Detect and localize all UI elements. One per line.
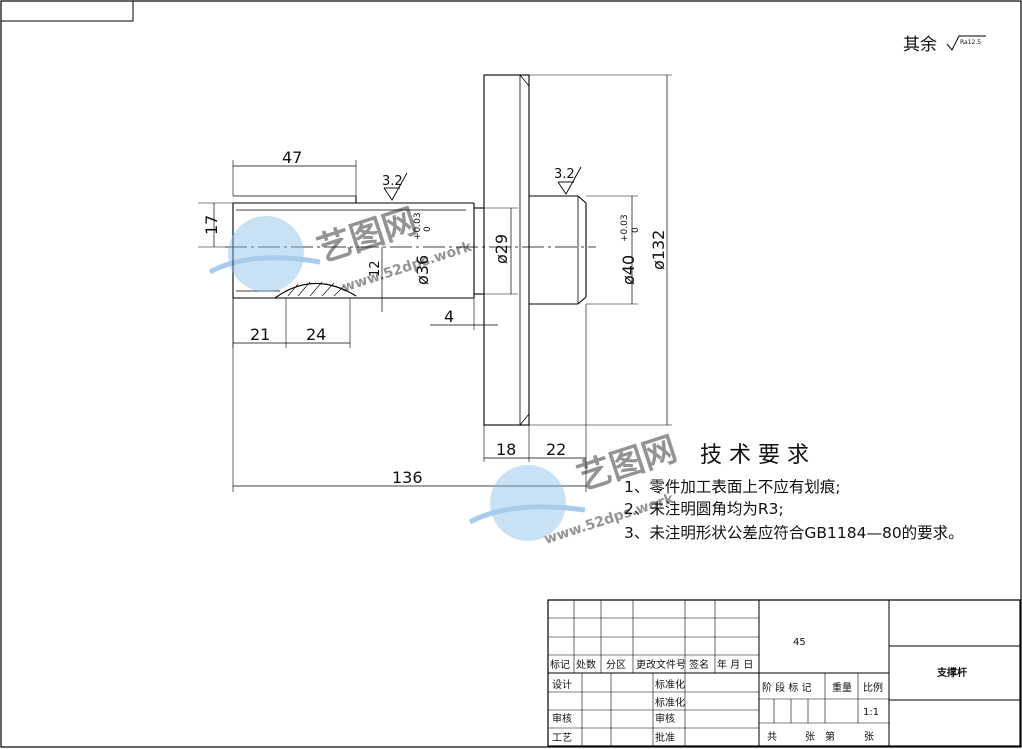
dim-24: 24 — [306, 325, 326, 344]
tb-pizhun: 批准 — [655, 731, 675, 744]
dim-dia132: ø132 — [649, 230, 668, 270]
tb-biaozhunhua: 标准化 — [655, 678, 685, 691]
dim-21: 21 — [250, 325, 270, 344]
surface-finish-note: 其余 Ra12.5 — [903, 35, 986, 55]
surface-finish-value: Ra12.5 — [960, 39, 981, 46]
material: 45 — [793, 637, 806, 648]
tech-req-item-2: 2、未注明圆角均为R3; — [624, 500, 784, 518]
tech-req-item-1: 1、零件加工表面上不应有划痕; — [624, 477, 841, 496]
tb-zhang2: 张 — [864, 731, 874, 743]
section-hatching — [287, 281, 345, 297]
tb-gengai: 更改文件号 — [636, 658, 686, 671]
dim-136: 136 — [392, 468, 423, 487]
dim-dia40: ø40 — [619, 255, 638, 285]
tb-sheji: 设计 — [552, 678, 572, 691]
dim-dia29: ø29 — [492, 234, 511, 264]
watermark-left: 艺图网 www.52dps.work — [208, 201, 474, 296]
tb-shenhe: 审核 — [552, 712, 572, 725]
tb-gongyi: 工艺 — [552, 732, 572, 744]
part-outline — [232, 74, 587, 426]
tech-req-item-3: 3、未注明形状公差应符合GB1184—80的要求。 — [624, 523, 964, 542]
dim-12: 12 — [368, 260, 383, 277]
roughness-left: 3.2 — [382, 172, 408, 201]
tb-di: 第 — [825, 730, 835, 743]
roughness-right-value: 3.2 — [554, 167, 575, 182]
tb-fenqu: 分区 — [606, 659, 626, 671]
tb-biaozhunhua-2: 标准化 — [655, 696, 685, 709]
roughness-left-value: 3.2 — [382, 174, 403, 189]
tb-biaoji: 标记 — [550, 659, 570, 671]
dim-dia36: ø36 — [413, 255, 432, 285]
technical-requirements: 技 术 要 求 1、零件加工表面上不应有划痕; 2、未注明圆角均为R3; 3、未… — [624, 443, 964, 542]
tb-chushu: 处数 — [576, 658, 596, 671]
dimension-texts: 47 17 12 21 24 4 136 18 22 ø36 +0.03 0 ø… — [202, 148, 668, 487]
title-block: 45 支撑杆 标记 处数 分区 更改文件号 签名 年 月 日 设计 标准化 标准… — [547, 599, 1021, 747]
part-name: 支撑杆 — [936, 666, 967, 679]
tb-jieduan-biaoji: 阶 段 标 记 — [762, 681, 812, 694]
dimension-lines — [213, 75, 668, 487]
tb-scale: 1:1 — [863, 707, 879, 718]
tb-gong: 共 — [767, 731, 777, 743]
tb-nianyueri: 年 月 日 — [717, 658, 753, 671]
dim-dia40-tol-upper: +0.03 — [620, 214, 630, 242]
tb-zhang1: 张 — [805, 731, 815, 743]
tb-zhongliang: 重量 — [832, 681, 852, 694]
tb-shenhe-2: 审核 — [655, 712, 675, 725]
dim-22: 22 — [546, 440, 566, 459]
dim-dia36-tol-upper: +0.03 — [413, 212, 423, 240]
dim-17: 17 — [202, 215, 221, 235]
dim-18: 18 — [496, 440, 516, 459]
surface-finish-label: 其余 — [903, 35, 937, 55]
dim-4: 4 — [444, 307, 454, 326]
extension-lines — [198, 74, 672, 492]
tb-qianming: 签名 — [689, 658, 709, 671]
dim-dia40-tol-lower: 0 — [631, 227, 641, 233]
tech-req-title: 技 术 要 求 — [700, 443, 809, 468]
dim-47: 47 — [282, 148, 302, 167]
dim-dia36-tol-lower: 0 — [423, 226, 433, 232]
roughness-right: 3.2 — [554, 166, 582, 195]
roughness-symbol — [946, 35, 986, 51]
tb-bili: 比例 — [863, 681, 883, 694]
